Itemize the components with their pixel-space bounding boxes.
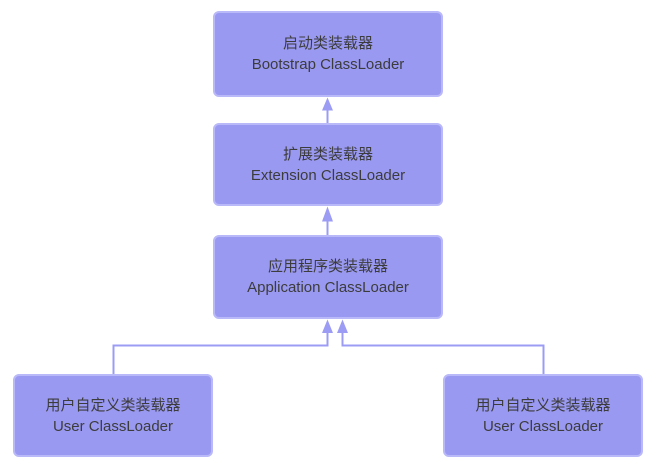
node-label-cn: 用户自定义类装载器 <box>45 396 181 414</box>
node-extension-classloader: 扩展类装载器 Extension ClassLoader <box>213 123 443 206</box>
node-label-en: Extension ClassLoader <box>250 166 406 184</box>
arrowhead-up-icon <box>322 97 333 111</box>
edge-extension-to-bootstrap <box>322 97 333 123</box>
node-label-cn: 扩展类装载器 <box>282 145 373 163</box>
node-user-classloader-left: 用户自定义类装载器 User ClassLoader <box>13 374 213 457</box>
node-label-en: User ClassLoader <box>482 417 604 435</box>
edge-user-right-to-application <box>337 319 545 374</box>
edge-application-to-extension <box>322 206 333 235</box>
node-label-en: Bootstrap ClassLoader <box>251 56 405 73</box>
node-application-classloader: 应用程序类装载器 Application ClassLoader <box>213 235 443 319</box>
arrowhead-up-icon <box>337 319 348 333</box>
node-user-classloader-right: 用户自定义类装载器 User ClassLoader <box>443 374 643 457</box>
node-label-en: User ClassLoader <box>52 417 174 435</box>
node-label-cn: 启动类装载器 <box>282 35 373 52</box>
arrowhead-up-icon <box>322 319 333 333</box>
node-label-cn: 用户自定义类装载器 <box>475 396 611 414</box>
node-label-en: Application ClassLoader <box>247 279 409 296</box>
arrowhead-up-icon <box>322 206 333 222</box>
node-bootstrap-classloader: 启动类装载器 Bootstrap ClassLoader <box>213 11 443 97</box>
edge-user-left-to-application <box>112 319 333 374</box>
node-label-cn: 应用程序类装载器 <box>267 258 388 275</box>
